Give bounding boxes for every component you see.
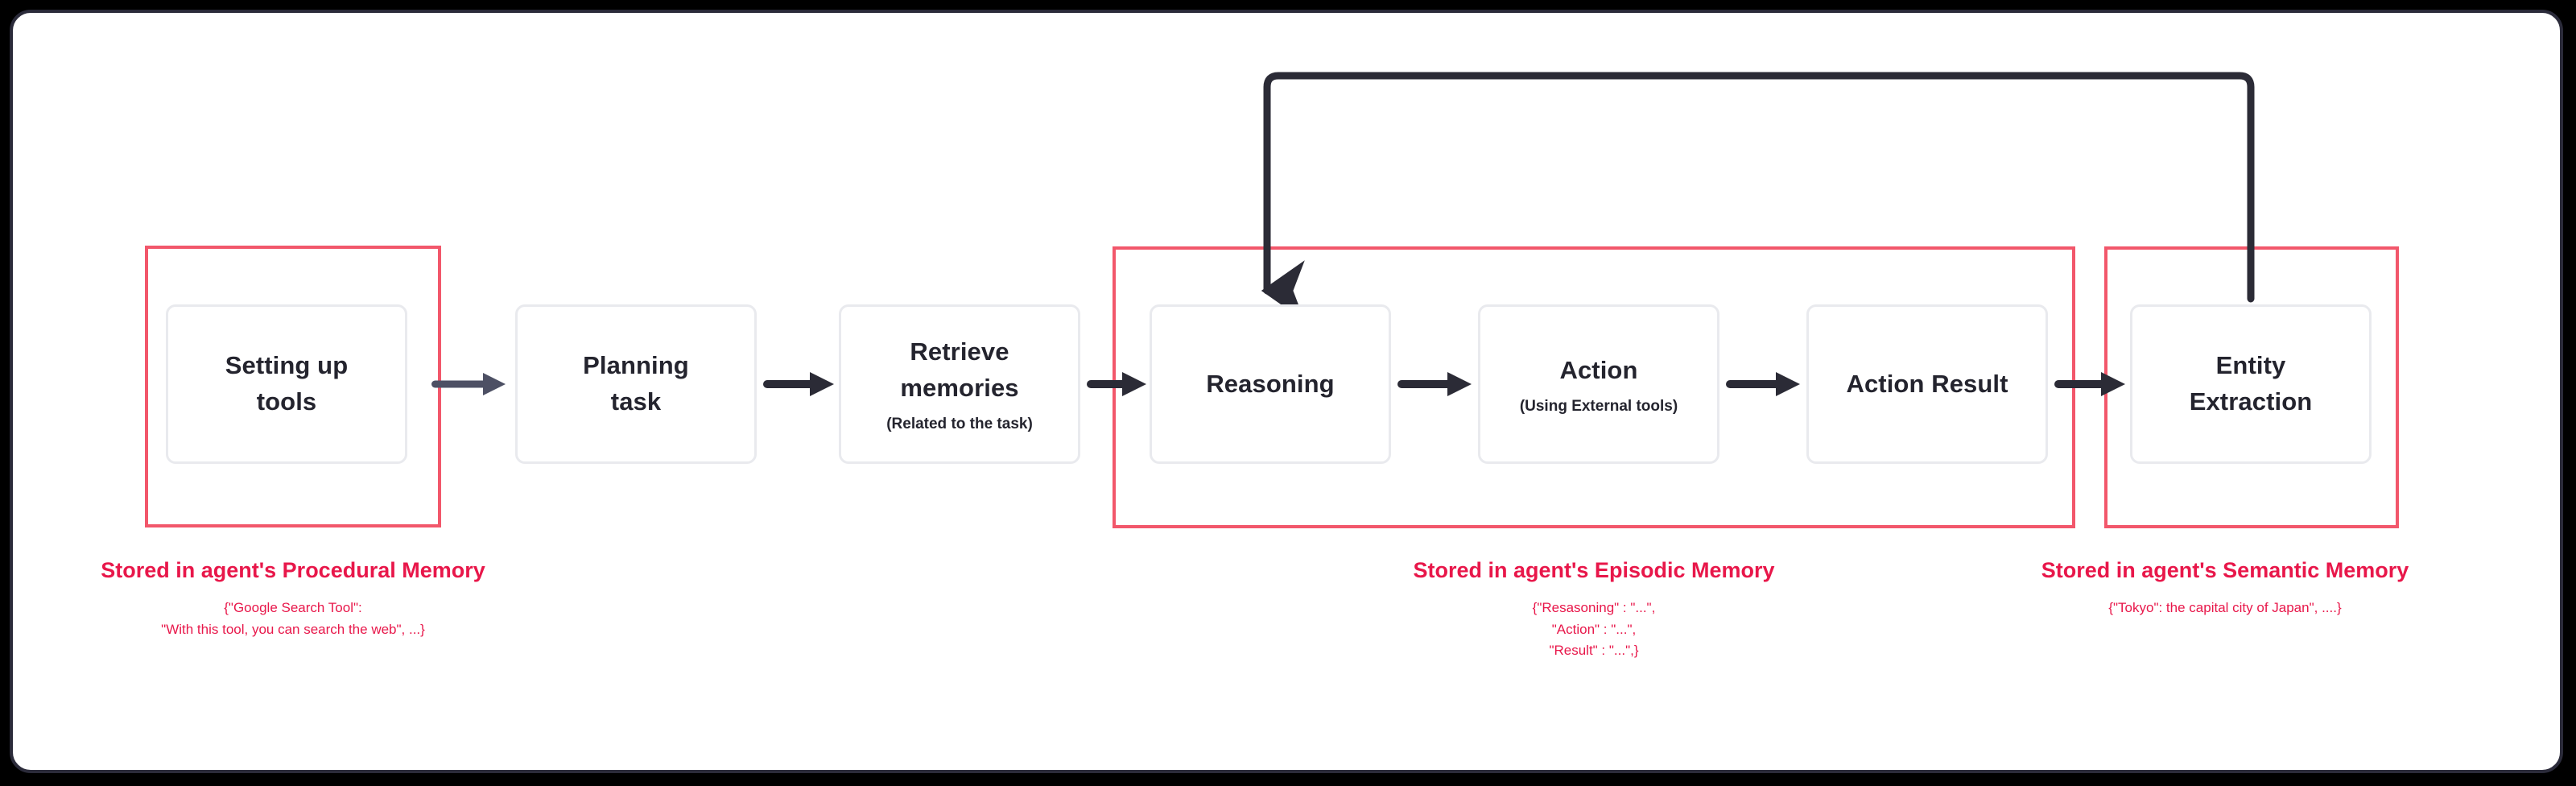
step-box-entity-extraction[interactable]: Entity Extraction <box>2130 304 2372 464</box>
step-box-planning-task[interactable]: Planning task <box>515 304 757 464</box>
arrow-reasoning-to-action <box>1397 372 1472 396</box>
step-box-reasoning[interactable]: Reasoning <box>1150 304 1391 464</box>
arrow-planning-to-retrieve <box>763 372 834 396</box>
step-box-action[interactable]: Action (Using External tools) <box>1478 304 1719 464</box>
caption-code-procedural: {"Google Search Tool": "With this tool, … <box>161 600 425 637</box>
step-subtitle-action: (Using External tools) <box>1519 397 1678 415</box>
caption-code-episodic: {"Resasoning" : "...", "Action" : "...",… <box>1532 600 1656 659</box>
arrow-result-to-entity <box>2054 372 2125 396</box>
caption-episodic-memory: Stored in agent's Episodic Memory {"Resa… <box>1338 557 1850 661</box>
caption-title-procedural: Stored in agent's Procedural Memory <box>101 558 485 582</box>
step-title-planning-task: Planning task <box>583 351 689 416</box>
caption-title-semantic: Stored in agent's Semantic Memory <box>2041 558 2409 582</box>
step-subtitle-retrieve-memories: (Related to the task) <box>886 416 1033 433</box>
step-box-retrieve-memories[interactable]: Retrieve memories (Related to the task) <box>839 304 1080 464</box>
arrow-tools-to-planning <box>431 373 506 395</box>
step-title-setting-up-tools: Setting up tools <box>225 351 349 416</box>
arrow-action-to-result <box>1726 372 1800 396</box>
step-title-retrieve-memories: Retrieve memories <box>900 337 1019 403</box>
step-title-action: Action <box>1559 355 1638 384</box>
caption-title-episodic: Stored in agent's Episodic Memory <box>1413 558 1775 582</box>
arrow-retrieve-to-reasoning <box>1087 372 1146 396</box>
caption-semantic-memory: Stored in agent's Semantic Memory {"Toky… <box>1971 557 2479 619</box>
caption-code-semantic: {"Tokyo": the capital city of Japan", ..… <box>2108 600 2342 616</box>
step-title-entity-extraction: Entity Extraction <box>2189 351 2313 416</box>
step-box-setting-up-tools[interactable]: Setting up tools <box>166 304 407 464</box>
caption-procedural-memory: Stored in agent's Procedural Memory {"Go… <box>21 557 565 640</box>
step-title-action-result: Action Result <box>1846 369 2008 398</box>
diagram-canvas: Setting up tools Planning task Retrieve … <box>10 10 2563 773</box>
step-title-reasoning: Reasoning <box>1206 369 1335 398</box>
step-box-action-result[interactable]: Action Result <box>1806 304 2048 464</box>
